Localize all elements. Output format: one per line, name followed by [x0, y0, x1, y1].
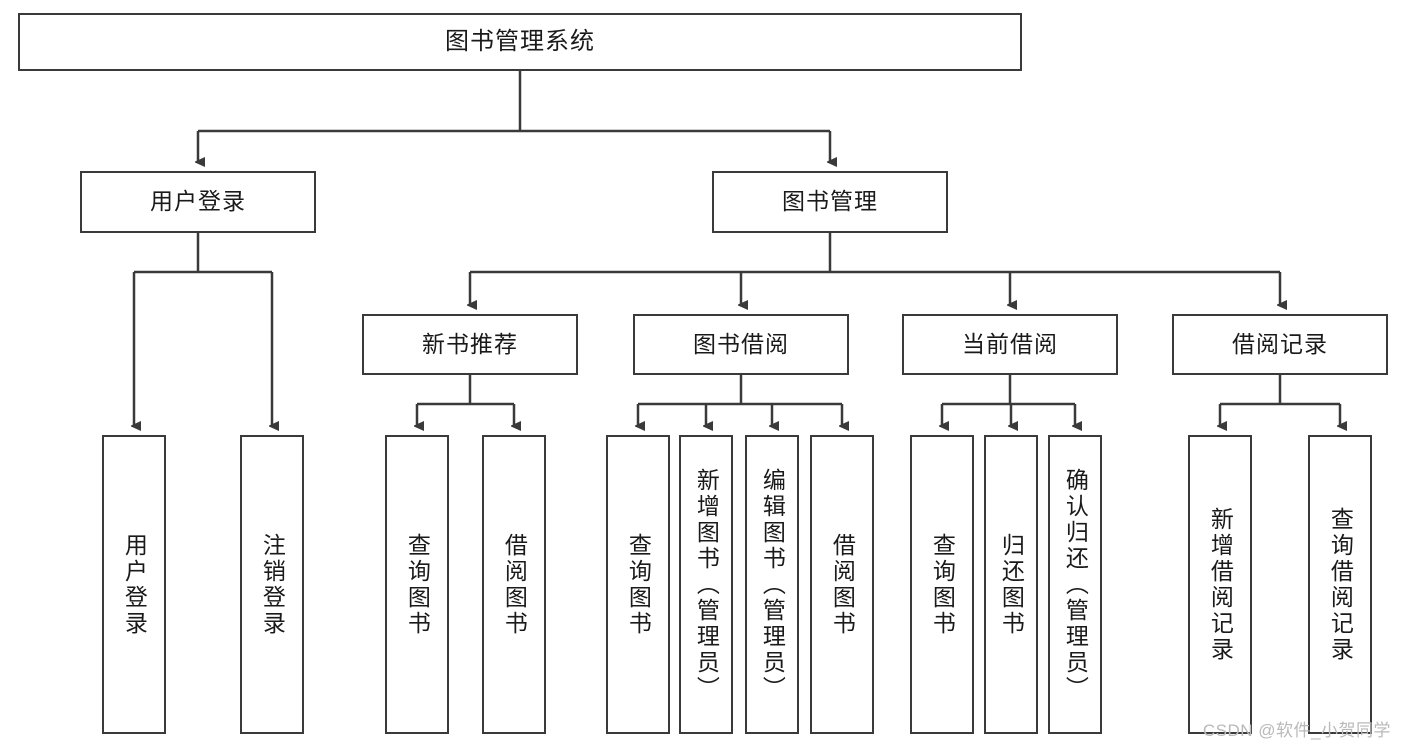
node-leaf-add-book-label: 新增图书（管理员） [693, 467, 720, 702]
node-leaf-query-book-rec[interactable]: 查询图书 [385, 435, 449, 734]
node-leaf-user-login-label: 用户登录 [121, 532, 148, 637]
node-leaf-edit-book[interactable]: 编辑图书（管理员） [745, 435, 799, 734]
node-leaf-edit-book-label: 编辑图书（管理员） [759, 467, 786, 702]
node-leaf-confirm-return-label: 确认归还（管理员） [1062, 467, 1089, 702]
node-leaf-query-record[interactable]: 查询借阅记录 [1308, 435, 1372, 734]
node-leaf-query-book-borrow-label: 查询图书 [625, 532, 652, 637]
node-leaf-logout[interactable]: 注销登录 [240, 435, 304, 734]
node-book-manage[interactable]: 图书管理 [712, 171, 948, 233]
node-leaf-query-book-current-label: 查询图书 [929, 532, 956, 637]
node-leaf-borrow-book-rec[interactable]: 借阅图书 [482, 435, 546, 734]
node-leaf-return-book[interactable]: 归还图书 [984, 435, 1038, 734]
node-leaf-add-book[interactable]: 新增图书（管理员） [679, 435, 733, 734]
node-user-login[interactable]: 用户登录 [80, 171, 316, 233]
node-leaf-return-book-label: 归还图书 [998, 532, 1025, 637]
node-leaf-query-record-label: 查询借阅记录 [1327, 506, 1354, 663]
node-leaf-logout-label: 注销登录 [259, 532, 286, 637]
node-leaf-borrow-book-label: 借阅图书 [829, 532, 856, 637]
node-current-borrow[interactable]: 当前借阅 [902, 314, 1118, 375]
node-leaf-query-book-current[interactable]: 查询图书 [910, 435, 974, 734]
node-new-book-recommendation[interactable]: 新书推荐 [362, 314, 578, 375]
node-leaf-add-record[interactable]: 新增借阅记录 [1188, 435, 1252, 734]
node-leaf-query-book-borrow[interactable]: 查询图书 [606, 435, 670, 734]
node-leaf-query-book-rec-label: 查询图书 [404, 532, 431, 637]
node-leaf-borrow-book[interactable]: 借阅图书 [810, 435, 874, 734]
node-leaf-user-login[interactable]: 用户登录 [102, 435, 166, 734]
node-root[interactable]: 图书管理系统 [18, 13, 1022, 71]
watermark: CSDN @软件_小贺同学 [1202, 721, 1391, 740]
node-leaf-add-record-label: 新增借阅记录 [1207, 506, 1234, 663]
node-leaf-confirm-return[interactable]: 确认归还（管理员） [1048, 435, 1102, 734]
node-borrow-record[interactable]: 借阅记录 [1172, 314, 1388, 375]
node-leaf-borrow-book-rec-label: 借阅图书 [501, 532, 528, 637]
node-book-borrow[interactable]: 图书借阅 [633, 314, 849, 375]
